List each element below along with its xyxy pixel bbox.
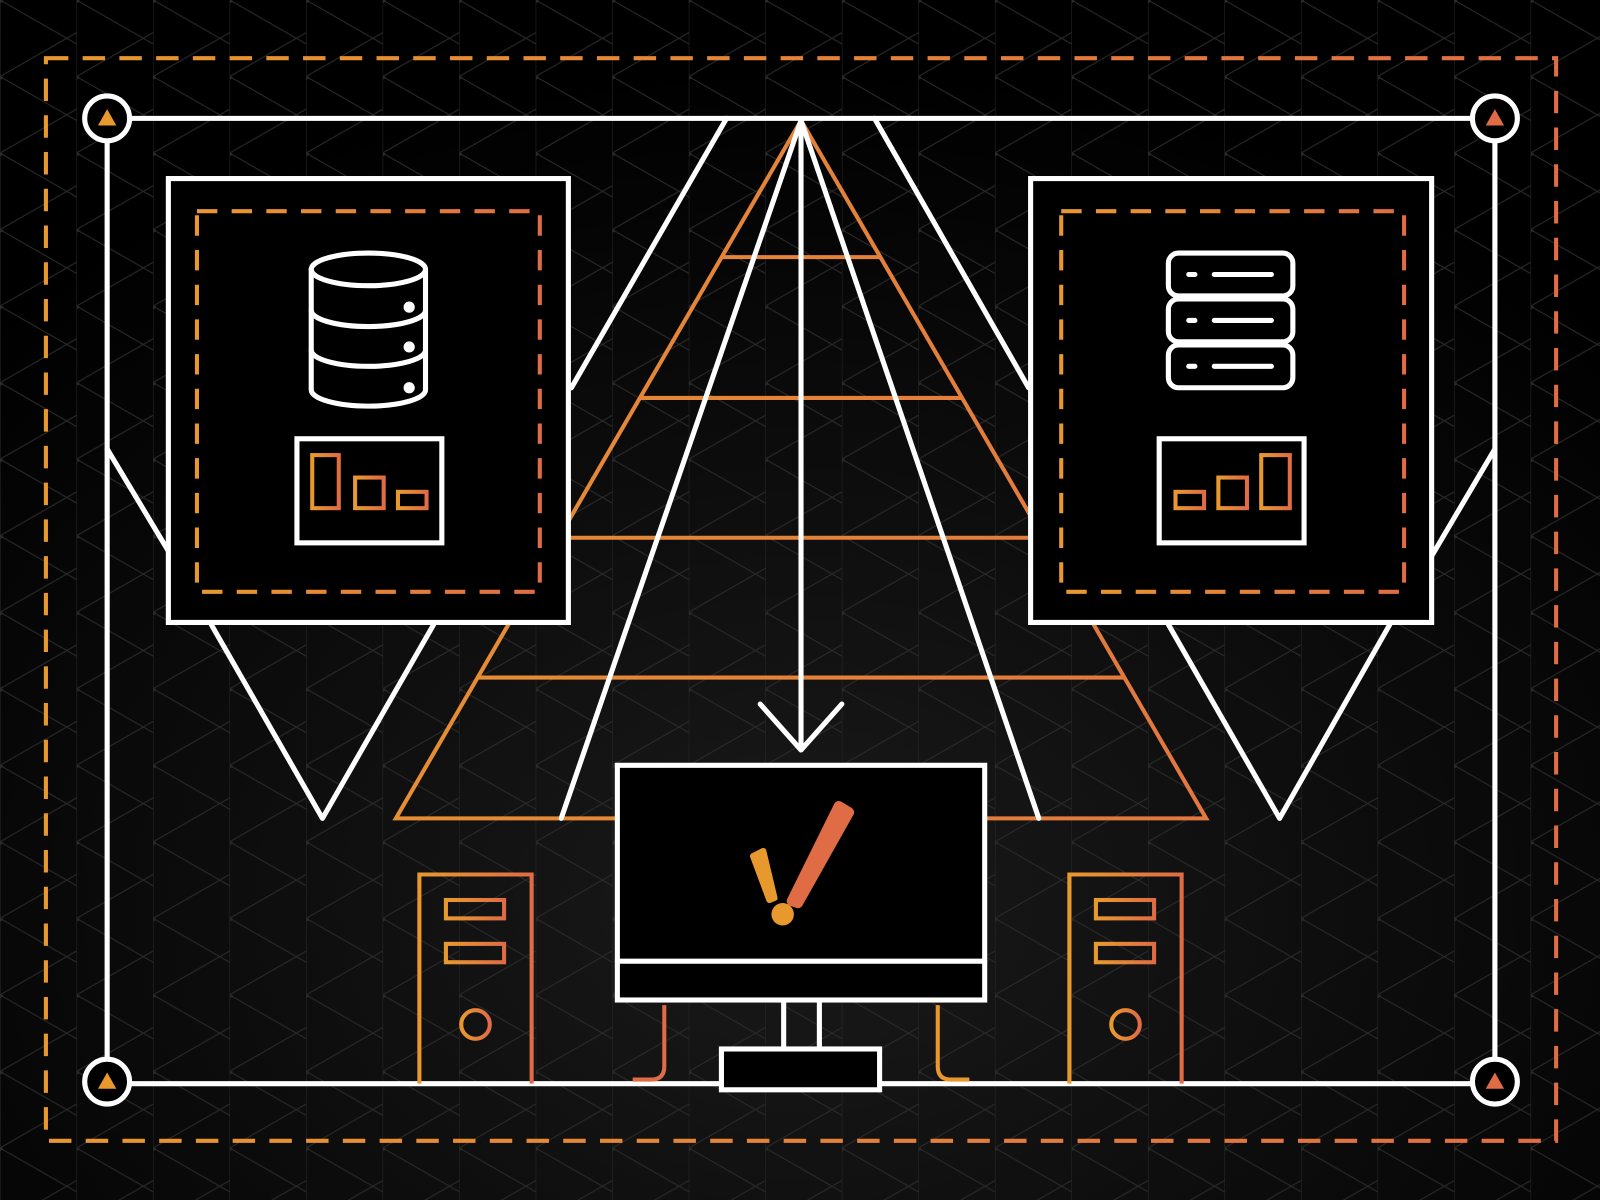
right-panel [1028, 176, 1435, 625]
bar-chart-icon [1156, 436, 1307, 546]
database-icon [308, 250, 429, 409]
corner-marker-icon [82, 93, 1520, 1107]
cable [632, 1005, 667, 1082]
left-panel [165, 176, 571, 625]
cable [935, 1005, 970, 1082]
outer-dashed-border [43, 56, 1559, 1143]
connector-lines [104, 115, 1498, 821]
arrow-down-icon [757, 117, 845, 753]
server-rack-icon [1165, 250, 1296, 391]
monitor-icon [614, 762, 988, 1093]
desktop-tower-icon [1067, 872, 1184, 1084]
bar-chart-icon [294, 436, 445, 546]
alert-icon [750, 801, 855, 926]
desktop-tower-icon [417, 872, 534, 1084]
